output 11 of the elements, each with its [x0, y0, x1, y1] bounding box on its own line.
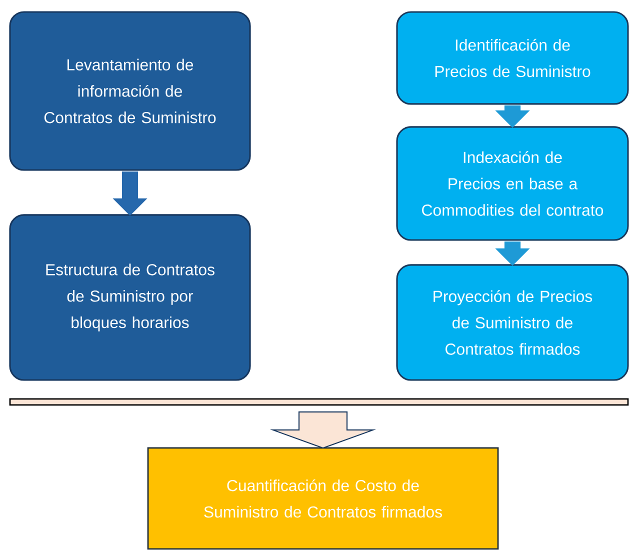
block-arrow — [270, 411, 376, 449]
block-arrow — [495, 241, 530, 266]
process-box: Estructura de Contratos de Suministro por bloques horarios — [9, 214, 251, 381]
block-arrow — [112, 171, 148, 216]
result-box: Cuantificación de Costo de Suministro de Contratos firmados — [147, 447, 499, 550]
process-box: Identificación de Precios de Suministro — [396, 11, 629, 105]
process-box: Levantamiento de información de Contratos de Suministro — [9, 11, 251, 171]
process-box: Indexación de Precios en base a Commodities del contrato — [396, 126, 629, 241]
process-box: Proyección de Precios de Suministro de Contratos firmados — [396, 264, 629, 381]
double-rule — [9, 398, 629, 406]
block-arrow — [495, 105, 530, 128]
